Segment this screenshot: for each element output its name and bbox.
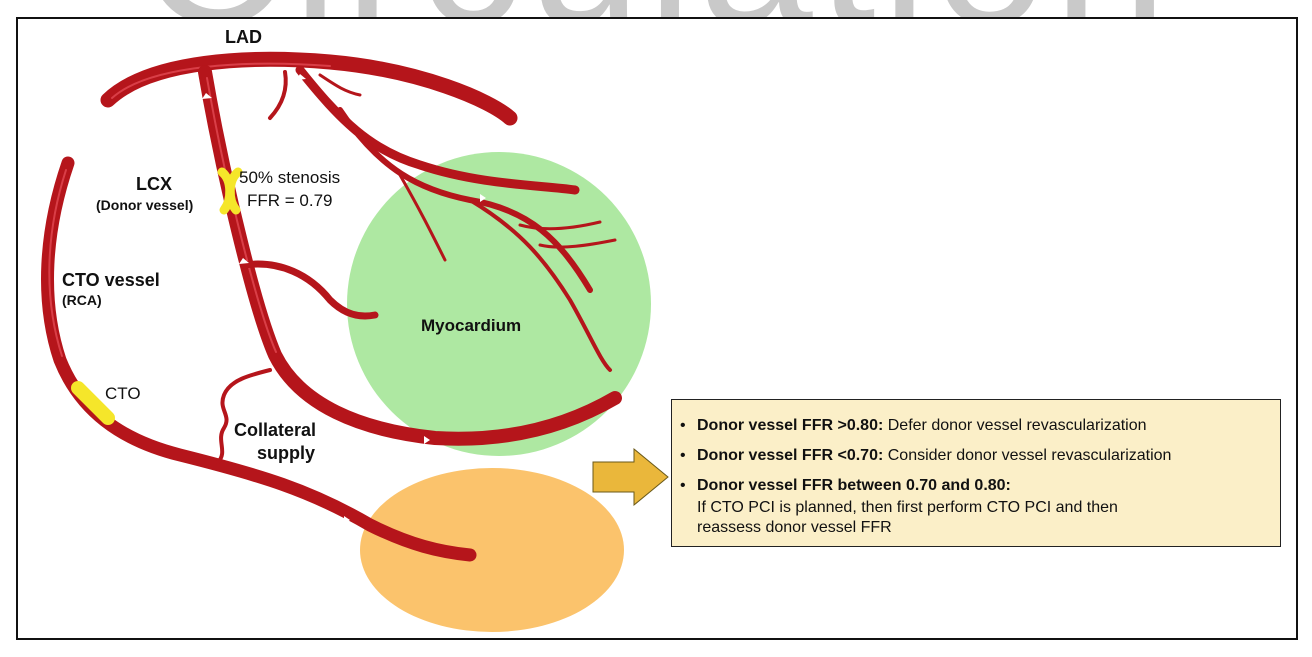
collateral-vessel [216, 368, 272, 464]
recommendation-item: • Donor vessel FFR >0.80: Defer donor ves… [680, 416, 1147, 435]
cto-vessel-sub-label: (RCA) [62, 292, 102, 308]
recommendation-heading: Donor vessel FFR between 0.70 and 0.80: [697, 477, 1011, 494]
recommendation-box: • Donor vessel FFR >0.80: Defer donor ves… [671, 399, 1281, 547]
lad-label: LAD [225, 27, 262, 47]
lcx-label: LCX [136, 174, 172, 194]
myocardium-label: Myocardium [421, 316, 522, 335]
right-arrow-icon [592, 447, 669, 507]
recommendation-heading: Donor vessel FFR >0.80: [697, 417, 884, 434]
bullet: • [680, 477, 686, 494]
ischemic-territory [360, 468, 624, 632]
collateral-label: Collateral [234, 420, 317, 440]
ffr-value-label: FFR = 0.79 [247, 191, 333, 210]
rca-vessel [41, 156, 477, 562]
recommendation-text: Consider donor vessel revascularization [883, 447, 1172, 464]
bullet: • [680, 417, 686, 434]
cto-label: CTO [105, 384, 141, 403]
cto-occlusion [71, 381, 115, 425]
flow-arrows [202, 74, 486, 524]
lad-distal [295, 65, 580, 195]
vessel-tree [41, 51, 622, 562]
recommendation-text: Defer donor vessel revascularization [883, 417, 1147, 434]
cto-vessel-label: CTO vessel [62, 270, 160, 290]
lad-vessel [100, 51, 518, 126]
bullet: • [680, 447, 686, 464]
stenosis-marker [217, 167, 243, 215]
recommendation-heading: Donor vessel FFR <0.70: [697, 447, 884, 464]
stenosis-label: 50% stenosis [239, 168, 341, 187]
recommendation-continuation: reassess donor vessel FFR [697, 519, 892, 536]
recommendation-continuation: If CTO PCI is planned, then first perfor… [697, 499, 1118, 516]
recommendation-item: • Donor vessel FFR between 0.70 and 0.80: [680, 476, 1011, 495]
lcx-sub-label: (Donor vessel) [96, 197, 194, 213]
recommendation-item: • Donor vessel FFR <0.70: Consider donor … [680, 446, 1171, 465]
supply-label: supply [257, 443, 316, 463]
